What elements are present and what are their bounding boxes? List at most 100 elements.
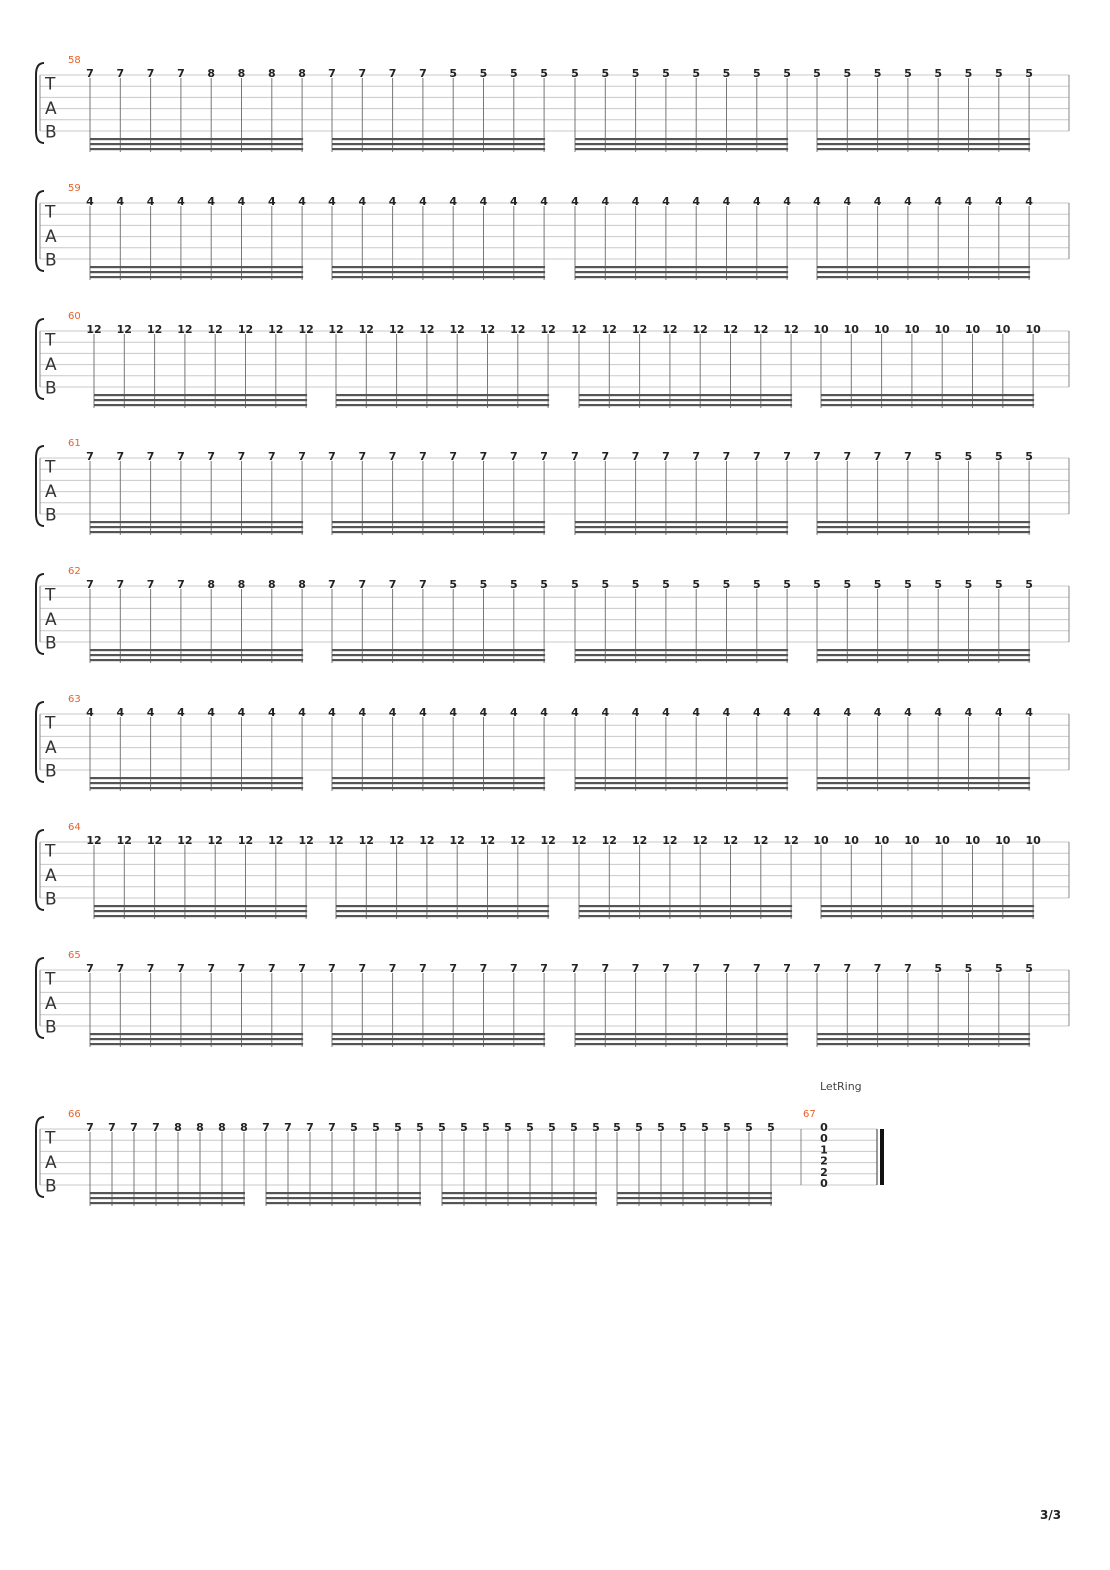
beam (90, 521, 304, 524)
tab-clef-letter: A (45, 99, 57, 119)
fret-number: 7 (238, 962, 246, 975)
fret-number: 4 (268, 195, 276, 208)
fret-number: 7 (753, 962, 761, 975)
fret-number: 4 (358, 195, 366, 208)
fret-number: 4 (934, 706, 942, 719)
beam (817, 654, 1031, 657)
system-bracket (35, 190, 45, 272)
beam (90, 1033, 304, 1036)
beam (90, 1192, 245, 1195)
beam (332, 654, 546, 657)
fret-number: 5 (904, 67, 912, 80)
fret-number: 4 (904, 195, 912, 208)
fret-number: 4 (449, 195, 457, 208)
fret-number: 4 (540, 706, 548, 719)
fret-number: 5 (701, 1121, 709, 1134)
fret-number: 12 (693, 834, 708, 847)
beam (817, 1033, 1031, 1036)
fret-number: 4 (662, 195, 670, 208)
fret-number: 5 (1025, 67, 1033, 80)
beam (336, 394, 550, 397)
chord-fret-number: 0 (820, 1132, 828, 1145)
fret-number: 7 (306, 1121, 314, 1134)
fret-number: 12 (783, 834, 798, 847)
fret-number: 12 (419, 834, 434, 847)
fret-number: 7 (328, 67, 336, 80)
tab-clef-letter: T (44, 970, 56, 990)
fret-number: 7 (419, 450, 427, 463)
fret-number: 5 (350, 1121, 358, 1134)
fret-number: 7 (298, 450, 306, 463)
chord-fret-number: 1 (820, 1143, 828, 1156)
fret-number: 5 (540, 578, 548, 591)
fret-number: 5 (526, 1121, 534, 1134)
fret-number: 4 (1025, 195, 1033, 208)
fret-number: 12 (238, 323, 253, 336)
tab-clef-letter: A (45, 1153, 57, 1173)
beam (266, 1202, 421, 1205)
fret-number: 4 (449, 706, 457, 719)
tab-clef-letter: T (44, 458, 56, 478)
fret-number: 4 (813, 706, 821, 719)
fret-number: 12 (208, 834, 223, 847)
fret-number: 4 (965, 706, 973, 719)
fret-number: 7 (813, 450, 821, 463)
tab-clef-letter: T (44, 714, 56, 734)
tab-clef-letter: A (45, 482, 57, 502)
fret-number: 5 (460, 1121, 468, 1134)
beam (575, 782, 789, 785)
fret-number: 12 (450, 834, 465, 847)
beam (90, 148, 304, 151)
fret-number: 5 (632, 578, 640, 591)
fret-number: 12 (753, 834, 768, 847)
fret-number: 7 (449, 450, 457, 463)
beam (90, 138, 304, 141)
beam (94, 399, 308, 402)
fret-number: 5 (571, 67, 579, 80)
fret-number: 5 (482, 1121, 490, 1134)
fret-number: 12 (632, 834, 647, 847)
fret-number: 5 (480, 67, 488, 80)
fret-number: 12 (510, 834, 525, 847)
fret-number: 4 (86, 706, 94, 719)
fret-number: 4 (298, 195, 306, 208)
fret-number: 7 (152, 1121, 160, 1134)
beam (817, 138, 1031, 141)
beam (617, 1192, 772, 1195)
fret-number: 5 (1025, 578, 1033, 591)
fret-number: 7 (262, 1121, 270, 1134)
fret-number: 5 (449, 67, 457, 80)
fret-number: 7 (904, 450, 912, 463)
beam (817, 782, 1031, 785)
fret-number: 4 (116, 706, 124, 719)
fret-number: 5 (995, 578, 1003, 591)
beam (817, 521, 1031, 524)
beam (575, 531, 789, 534)
beam (332, 143, 546, 146)
fret-number: 4 (843, 195, 851, 208)
fret-number: 5 (934, 67, 942, 80)
fret-number: 7 (874, 450, 882, 463)
fret-number: 12 (298, 834, 313, 847)
fret-number: 4 (480, 706, 488, 719)
fret-number: 5 (504, 1121, 512, 1134)
beam (332, 276, 546, 279)
fret-number: 10 (965, 323, 981, 336)
tab-clef-letter: B (45, 506, 57, 526)
fret-number: 8 (238, 578, 246, 591)
fret-number: 4 (934, 195, 942, 208)
chord-fret-number: 2 (820, 1155, 828, 1168)
beam (575, 649, 789, 652)
fret-number: 4 (843, 706, 851, 719)
beam (336, 910, 550, 913)
tab-clef-letter: A (45, 610, 57, 630)
fret-number: 12 (238, 834, 253, 847)
fret-number: 12 (389, 834, 404, 847)
fret-number: 8 (238, 67, 246, 80)
beam (821, 915, 1035, 918)
fret-number: 5 (965, 67, 973, 80)
fret-number: 7 (147, 578, 155, 591)
fret-number: 7 (328, 450, 336, 463)
fret-number: 7 (692, 962, 700, 975)
tab-clef-letter: T (44, 586, 56, 606)
